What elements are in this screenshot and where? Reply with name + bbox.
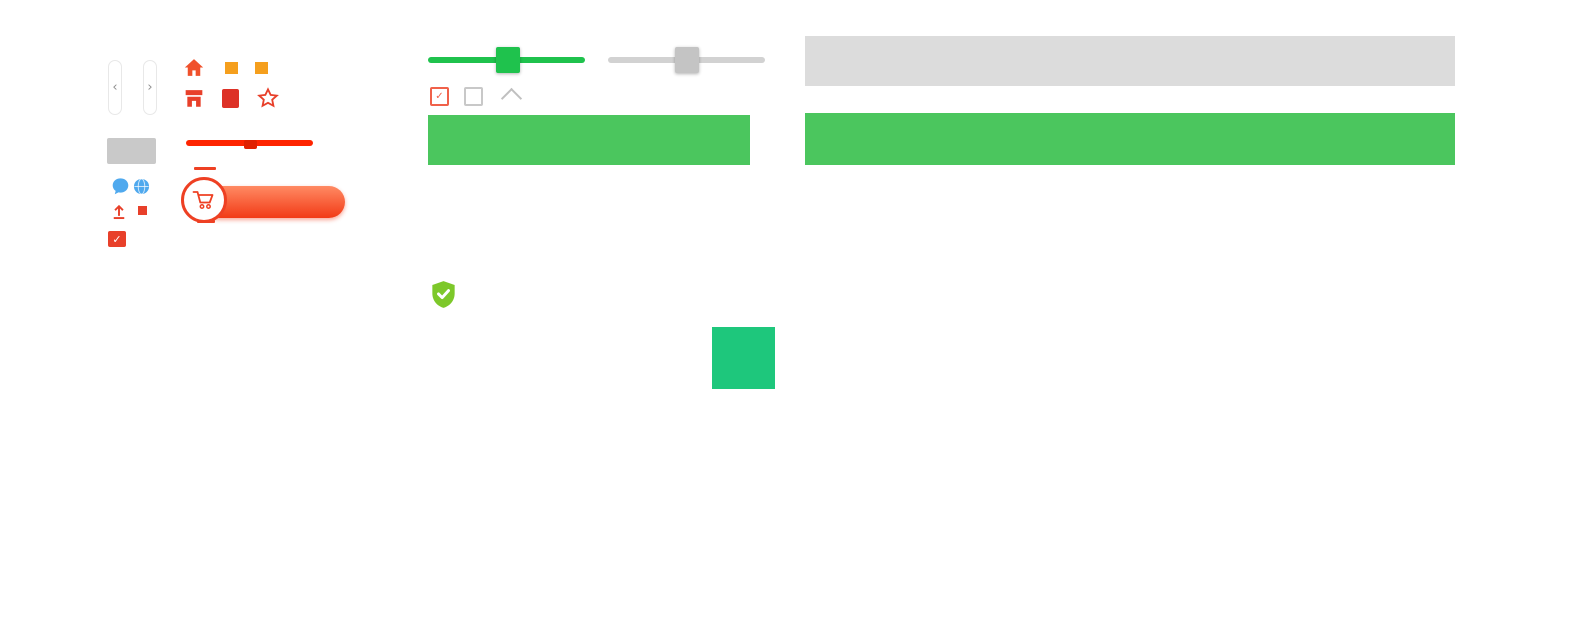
- cart-button[interactable]: [181, 177, 227, 223]
- cta-button-right[interactable]: [805, 113, 1455, 165]
- shop-icon[interactable]: [184, 88, 204, 108]
- checkbox-unchecked[interactable]: [464, 87, 483, 106]
- star-icon[interactable]: [257, 87, 279, 109]
- carousel-next-button[interactable]: ›: [143, 60, 157, 115]
- orange-bullet-icon: [225, 62, 238, 74]
- carousel-prev-button[interactable]: ‹: [108, 60, 122, 115]
- cart-icon: [191, 188, 217, 212]
- thumbnail-placeholder: [107, 138, 156, 164]
- red-slider-handle[interactable]: [244, 140, 257, 149]
- cta-button-left[interactable]: [428, 115, 750, 165]
- red-dot-icon: [138, 206, 147, 215]
- chevron-up-icon[interactable]: [500, 87, 523, 110]
- green-tile-placeholder: [712, 327, 775, 389]
- header-placeholder-bar: [805, 36, 1455, 86]
- chevron-left-icon: ‹: [112, 80, 118, 95]
- gray-slider-handle[interactable]: [675, 47, 699, 73]
- shield-check-icon: [430, 280, 457, 309]
- home-icon[interactable]: [184, 58, 204, 77]
- chat-bubble-icon[interactable]: [111, 177, 130, 196]
- check-glyph: ✓: [112, 232, 122, 246]
- checked-square-icon[interactable]: ✓: [108, 231, 126, 247]
- green-slider-handle[interactable]: [496, 47, 520, 73]
- orange-bullet-icon: [255, 62, 268, 74]
- cart-badge-bottom-line: [197, 220, 215, 223]
- globe-icon[interactable]: [133, 178, 150, 195]
- red-tile-icon: [222, 89, 239, 108]
- upload-icon[interactable]: [112, 203, 126, 220]
- check-glyph: ✓: [435, 90, 444, 102]
- checkbox-checked[interactable]: ✓: [430, 87, 449, 106]
- cart-badge-top-line: [194, 167, 216, 170]
- chevron-right-icon: ›: [147, 80, 153, 95]
